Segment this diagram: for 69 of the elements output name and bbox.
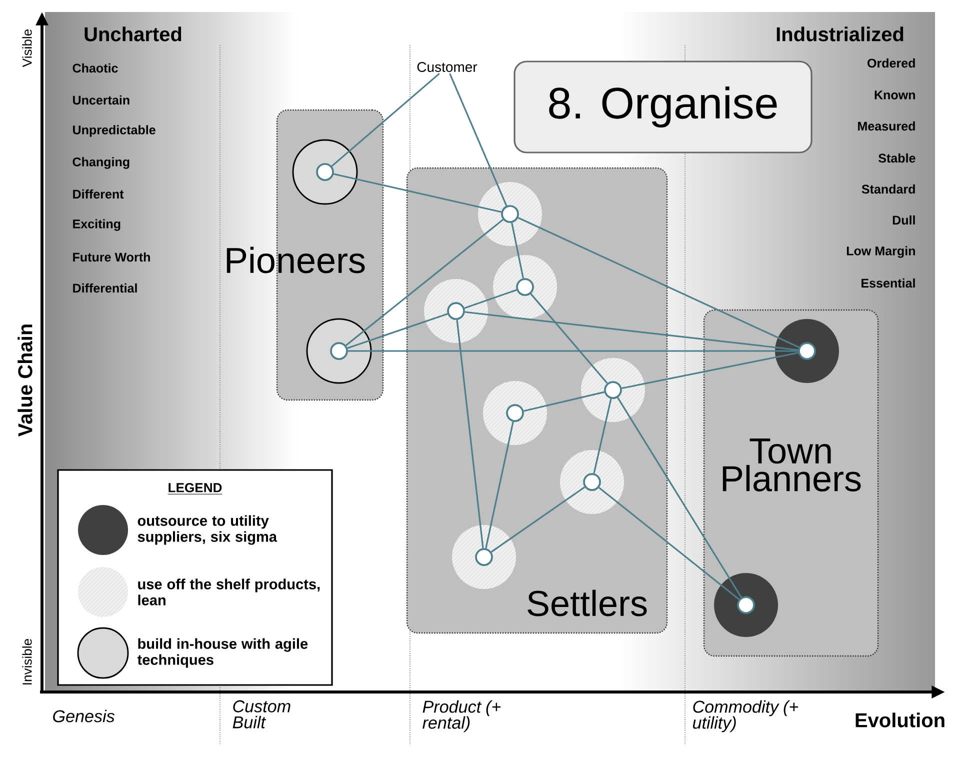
component-circle (583, 473, 601, 491)
axis-label: Evolution (856, 712, 944, 728)
component-circle (506, 404, 524, 422)
component-circle (306, 318, 372, 384)
component-circle (516, 278, 534, 296)
stage-trait: Ordered (868, 58, 915, 68)
component-circle (775, 319, 839, 383)
component-circle (483, 381, 547, 445)
connector-line (490, 486, 586, 553)
stage-trait: Changing (72, 157, 130, 169)
component-circle (475, 548, 493, 566)
axis-label: Invisible (22, 639, 32, 684)
stage-trait: Chaotic (72, 63, 118, 73)
connector-line (456, 320, 484, 548)
component-circle (560, 450, 624, 514)
connector-line (524, 391, 604, 412)
connector-line (334, 173, 502, 213)
component-circle (424, 279, 488, 343)
connector-line (347, 313, 448, 349)
connector-line (485, 422, 514, 548)
connector-line (348, 350, 798, 352)
component-circle (501, 205, 519, 223)
connector-line (518, 217, 800, 348)
evolution-stage-label: Custom Built (232, 700, 290, 728)
connector-line (331, 72, 440, 167)
connector-line (345, 218, 504, 346)
legend-heading: LEGEND (168, 483, 222, 494)
connector-line (593, 398, 612, 474)
component-circle (292, 139, 358, 205)
stage-heading: Industrialized (776, 26, 904, 42)
stage-heading: Uncharted (84, 26, 182, 42)
connector-line (617, 397, 742, 598)
stage-trait: Standard (862, 184, 915, 194)
stage-trait: Low Margin (846, 246, 915, 258)
connector-line (464, 289, 517, 309)
component-circle (493, 255, 557, 319)
stage-trait: Different (73, 189, 124, 199)
evolution-stage-label: Product (+ rental) (422, 700, 501, 732)
component-circle (581, 358, 645, 422)
stage-trait: Unpredictable (73, 125, 156, 137)
connector-line (464, 311, 798, 351)
connector-line (622, 352, 798, 390)
legend-text: outsource to utility suppliers, six sigma (138, 515, 278, 545)
stage-trait: Uncertain (73, 95, 130, 105)
stage-trait: Future Worth (73, 252, 150, 262)
title-box: 8. Organise (514, 60, 812, 154)
connector-line (511, 222, 524, 278)
stage-trait: Exciting (73, 219, 120, 231)
component-circle (447, 302, 465, 320)
component-circle (714, 573, 778, 637)
component-circle (452, 525, 516, 589)
component-label: Customer (417, 62, 478, 72)
connector-line (598, 486, 740, 600)
stage-trait: Stable (878, 153, 916, 163)
stage-trait: Dull (892, 215, 915, 225)
axis-label: Value Chain (18, 324, 32, 437)
stage-trait: Measured (858, 121, 915, 131)
stage-trait: Differential (73, 283, 137, 293)
axis-label: Visible (22, 29, 32, 68)
component-circle (478, 182, 542, 246)
legend-text: use off the shelf products, lean (138, 578, 320, 606)
stage-trait: Essential (862, 278, 915, 288)
connector-line (530, 293, 608, 384)
stage-trait: Known (874, 90, 915, 100)
evolution-stage-label: Commodity (+ utility) (693, 700, 798, 732)
legend-text: build in-house with agile techniques (137, 638, 308, 668)
component-circle (604, 381, 622, 399)
evolution-stage-label: Genesis (53, 710, 115, 722)
connector-line (449, 73, 508, 206)
